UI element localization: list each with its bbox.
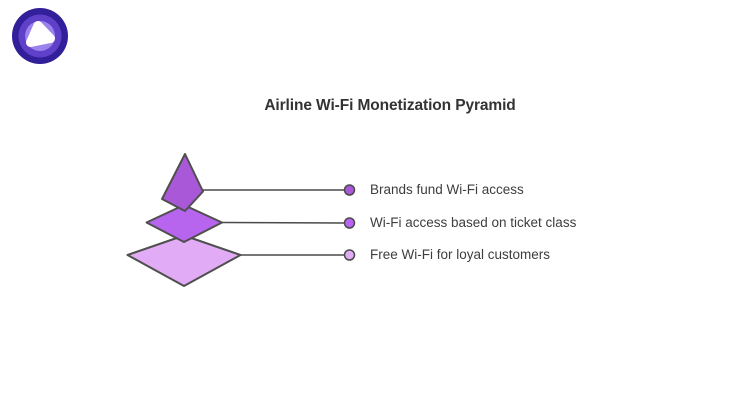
pyramid-tier-middle-shape (145, 204, 223, 243)
connector-dot-bottom (343, 249, 356, 261)
connector-dot-middle (343, 217, 356, 229)
page-title: Airline Wi-Fi Monetization Pyramid (264, 97, 516, 114)
brand-logo (12, 8, 68, 64)
pyramid-tier-top-shape (161, 153, 204, 212)
tier-label-top: Brands fund Wi-Fi access (370, 182, 524, 197)
logo-core-shape (26, 21, 55, 47)
pyramid-tier-bottom-shape (126, 234, 242, 287)
tier-label-middle: Wi-Fi access based on ticket class (370, 215, 577, 230)
tier-label-bottom: Free Wi-Fi for loyal customers (370, 247, 551, 262)
connector-dot-top (343, 184, 356, 196)
connector-line-middle (221, 221, 345, 224)
